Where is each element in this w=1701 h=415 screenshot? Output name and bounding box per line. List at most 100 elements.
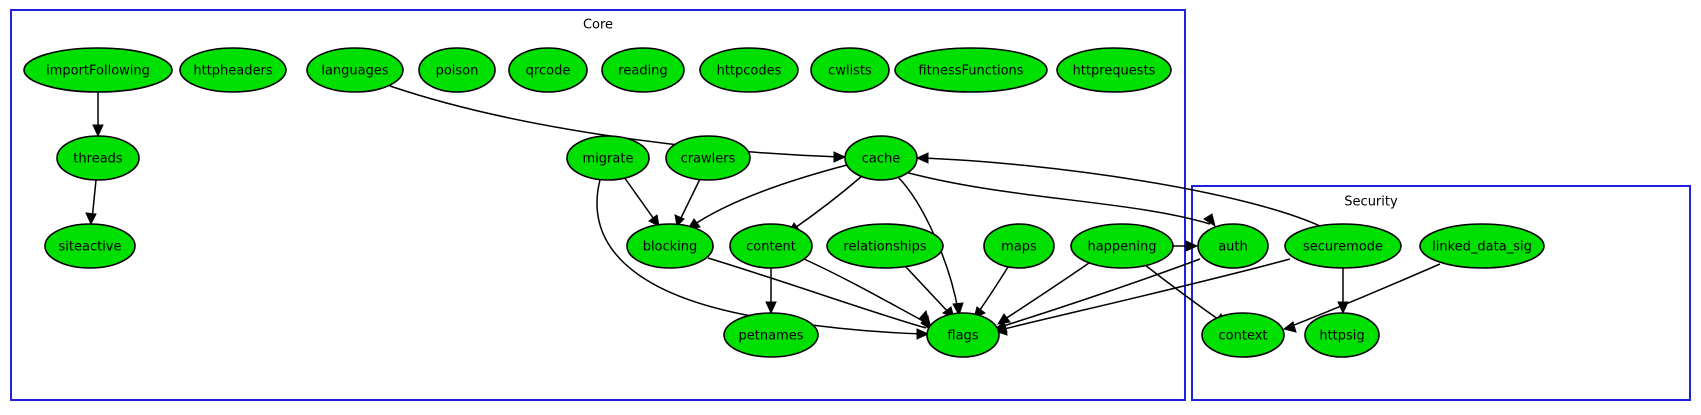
edge-line [678,178,701,223]
edge-layer [85,85,1441,340]
node-linked_data_sig[interactable]: linked_data_sig [1419,223,1545,269]
edge-maps-to-flags [973,266,1009,319]
node-cache[interactable]: cache [844,135,918,181]
arrowhead-icon [648,214,660,227]
node-shape[interactable] [894,47,1048,93]
node-blocking[interactable]: blocking [626,223,714,269]
node-qrcode[interactable]: qrcode [508,47,588,93]
node-reading[interactable]: reading [601,47,685,93]
node-content[interactable]: content [729,223,813,269]
node-auth[interactable]: auth [1197,223,1269,269]
node-shape[interactable] [810,47,890,93]
node-shape[interactable] [23,47,173,93]
node-shape[interactable] [926,312,1000,358]
edge-cache-to-content [787,175,863,234]
node-shape[interactable] [844,135,918,181]
edge-line [707,257,927,329]
node-shape[interactable] [626,223,714,269]
cluster-label-core: Core [583,18,613,33]
node-importFollowing[interactable]: importFollowing [23,47,173,93]
edge-line [904,265,951,315]
node-shape[interactable] [665,135,751,181]
edge-importFollowing-to-threads [92,92,104,138]
edge-securemode-to-flags [993,258,1291,336]
node-fitnessFunctions[interactable]: fitnessFunctions [894,47,1048,93]
edge-line [596,179,924,335]
cluster-security: Security [1191,185,1691,401]
node-shape[interactable] [1197,223,1269,269]
cluster-label-security: Security [1344,195,1398,210]
node-shape[interactable] [1284,223,1402,269]
arrowhead-icon [952,302,964,317]
node-shape[interactable] [1419,223,1545,269]
arrowhead-icon [85,212,97,226]
node-shape[interactable] [179,47,287,93]
node-poison[interactable]: poison [418,47,496,93]
node-context[interactable]: context [1201,312,1285,358]
edge-securemode-to-cache [915,152,1321,227]
edge-crawlers-to-blocking [674,178,701,228]
edge-happening-to-auth [1173,240,1199,252]
node-petnames[interactable]: petnames [723,312,819,358]
node-shape[interactable] [983,223,1055,269]
node-shape[interactable] [826,223,944,269]
node-shape[interactable] [56,135,140,181]
node-happening[interactable]: happening [1070,223,1174,269]
edge-relationships-to-flags [904,265,955,319]
cluster-border-core [10,9,1186,401]
node-shape[interactable] [729,223,813,269]
node-relationships[interactable]: relationships [826,223,944,269]
node-httprequests[interactable]: httprequests [1056,47,1172,93]
node-shape[interactable] [723,312,819,358]
arrowhead-icon [92,124,104,138]
node-shape[interactable] [566,135,650,181]
node-shape[interactable] [306,47,404,93]
edge-migrate-to-flags [596,179,930,340]
node-shape[interactable] [1056,47,1172,93]
node-flags[interactable]: flags [926,312,1000,358]
node-httpcodes[interactable]: httpcodes [699,47,799,93]
edge-line [791,175,863,231]
node-shape[interactable] [418,47,496,93]
node-shape[interactable] [1201,312,1285,358]
edge-line [803,258,926,323]
node-shape[interactable] [1070,223,1174,269]
node-languages[interactable]: languages [306,47,404,93]
arrowhead-icon [1282,321,1297,333]
arrowhead-icon [915,152,929,164]
edge-linked_data_sig-to-context [1282,263,1441,333]
cluster-border-security [1191,185,1691,401]
node-shape[interactable] [699,47,799,93]
node-shape[interactable] [601,47,685,93]
edge-line [999,258,1201,328]
node-crawlers[interactable]: crawlers [665,135,751,181]
node-httpsig[interactable]: httpsig [1304,312,1380,358]
node-shape[interactable] [1304,312,1380,358]
node-migrate[interactable]: migrate [566,135,650,181]
edge-line [623,176,657,223]
node-threads[interactable]: threads [56,135,140,181]
edge-line [904,171,1211,225]
arrowhead-icon [765,301,777,315]
arrowhead-icon [993,324,1008,336]
edge-happening-to-flags [997,262,1090,325]
edge-line [1001,262,1090,322]
arrowhead-icon [916,328,930,340]
arrowhead-icon [1185,240,1199,252]
edge-line [999,258,1291,331]
arrowhead-icon [918,309,931,327]
edge-threads-to-siteactive [85,179,97,226]
node-shape[interactable] [44,223,136,269]
node-httpheaders[interactable]: httpheaders [179,47,287,93]
edge-line [921,157,1321,227]
arrowhead-icon [1203,213,1216,228]
node-shape[interactable] [508,47,588,93]
node-cwlists[interactable]: cwlists [810,47,890,93]
node-maps[interactable]: maps [983,223,1055,269]
node-securemode[interactable]: securemode [1284,223,1402,269]
node-siteactive[interactable]: siteactive [44,223,136,269]
edge-line [691,164,848,227]
edge-line [976,266,1009,315]
